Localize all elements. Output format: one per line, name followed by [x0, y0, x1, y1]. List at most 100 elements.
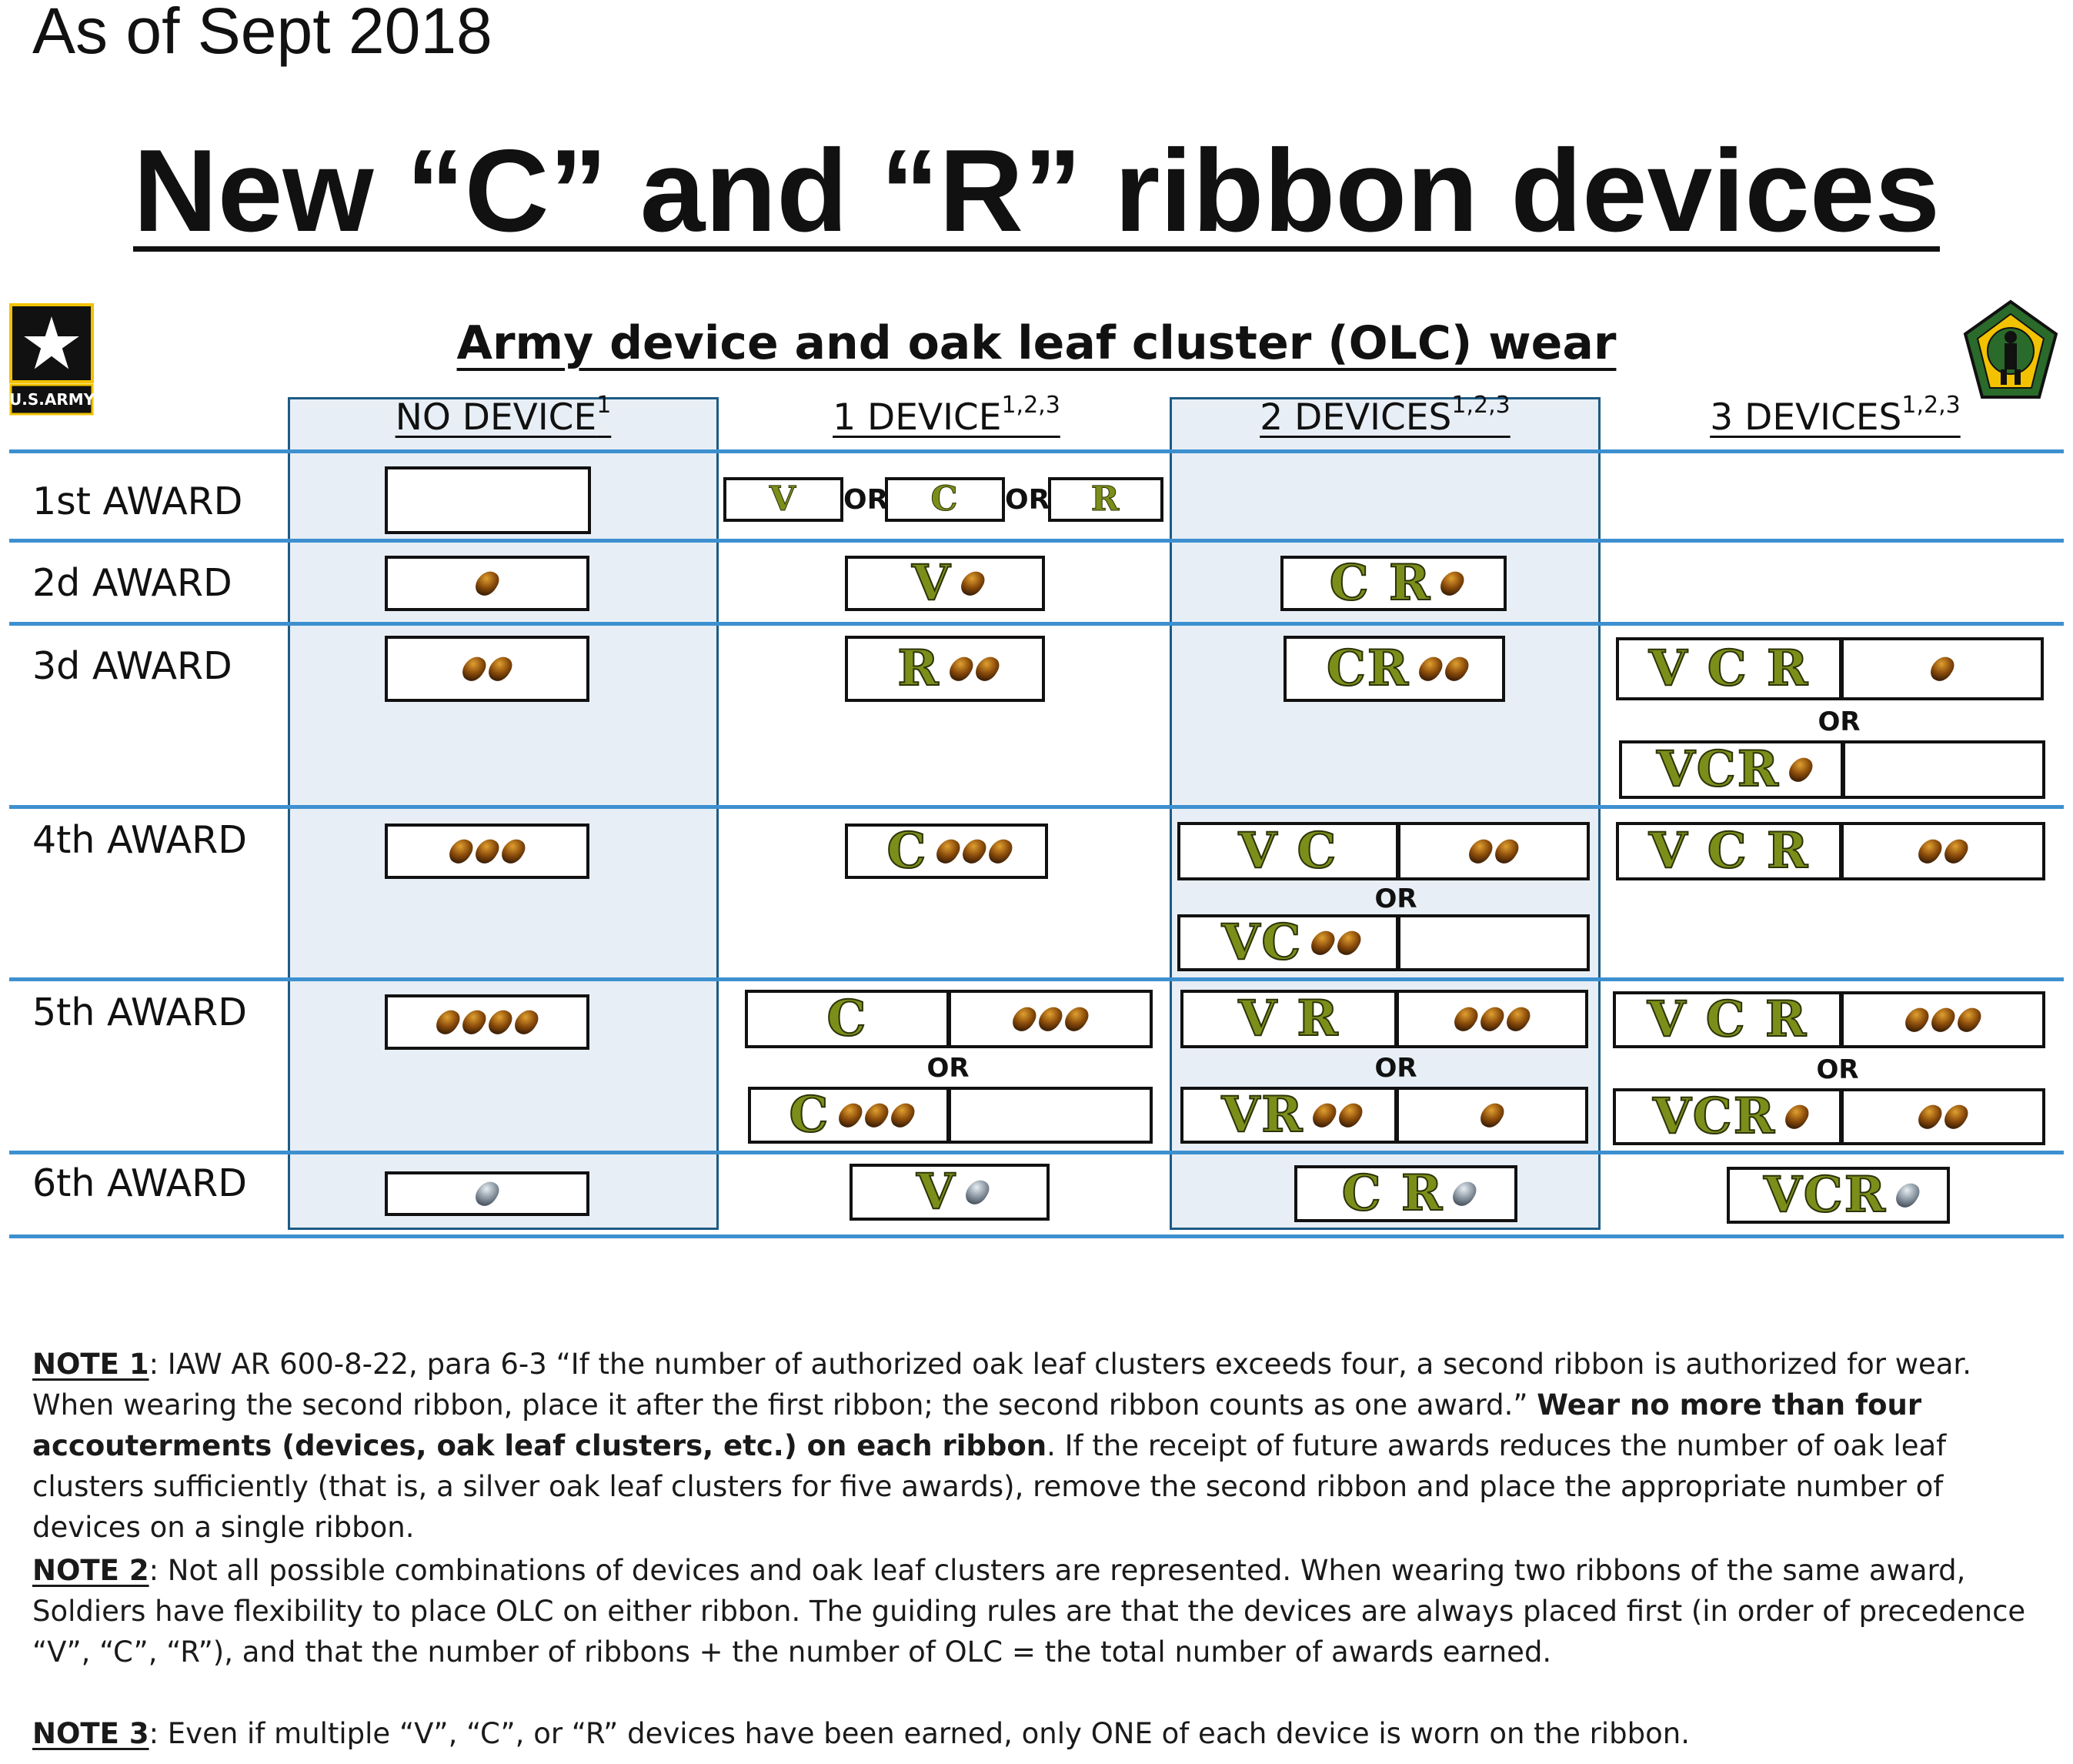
ribbon-vc-2-olc: VC — [1177, 914, 1399, 971]
grid-line — [9, 1234, 2064, 1238]
oak-leaf-cluster-icon — [1465, 834, 1496, 868]
oak-leaf-cluster-icon — [472, 566, 502, 600]
ribbon-4-olc — [385, 994, 589, 1050]
oak-leaf-cluster-icon — [959, 834, 990, 868]
column-header-1-device: 1 DEVICE1,2,3 — [833, 392, 1060, 439]
ribbon-cr-1-olc: C R — [1280, 556, 1507, 611]
ribbon-vcr-1-olc: VCR — [1613, 1088, 1842, 1145]
oak-leaf-cluster-icon — [485, 1005, 516, 1039]
row-label-3d-award: 3d AWARD — [32, 644, 232, 688]
ribbon-v-1-olc: V — [845, 556, 1045, 611]
silver-oak-leaf-cluster-icon — [1449, 1177, 1480, 1211]
oak-leaf-cluster-icon — [945, 652, 976, 686]
ribbon-plain — [385, 466, 591, 534]
oak-leaf-cluster-icon — [459, 1005, 489, 1039]
row-label-1st-award: 1st AWARD — [32, 479, 243, 523]
grid-line — [9, 1151, 2064, 1154]
oak-leaf-cluster-icon — [887, 1098, 919, 1132]
or-separator: OR — [1374, 884, 1417, 914]
oak-leaf-cluster-icon — [511, 1005, 542, 1039]
ribbon-c-3-olc: C — [748, 1087, 950, 1144]
oak-leaf-cluster-icon — [1415, 652, 1446, 686]
oak-leaf-cluster-icon — [835, 1098, 866, 1132]
or-separator: OR — [1818, 707, 1861, 737]
ribbon-c-device: C — [885, 477, 1005, 522]
ribbon-v-silver-olc: V — [850, 1164, 1050, 1221]
ribbon-v-device: V — [723, 477, 843, 522]
oak-leaf-cluster-icon — [1928, 1003, 1958, 1037]
ribbon-vc: V C — [1177, 822, 1399, 880]
oak-leaf-cluster-icon — [459, 652, 489, 686]
as-of-date: As of Sept 2018 — [32, 0, 492, 67]
page-title-text: New “C” and “R” ribbon devices — [133, 125, 1940, 256]
oak-leaf-cluster-icon — [1901, 1003, 1932, 1037]
chart-subtitle: Army device and oak leaf cluster (OLC) w… — [0, 312, 2073, 374]
oak-leaf-cluster-icon — [985, 834, 1016, 868]
ribbon-c-3-olc: C — [845, 824, 1048, 879]
oak-leaf-cluster-icon — [1954, 1003, 1985, 1037]
oak-leaf-cluster-icon — [1477, 1098, 1507, 1132]
grid-line — [9, 805, 2064, 809]
ribbon-r-2-olc: R — [845, 636, 1045, 702]
ribbon-3-olc — [1396, 990, 1588, 1048]
oak-leaf-cluster-icon — [446, 834, 476, 868]
ribbon-3-olc — [385, 824, 589, 879]
oak-leaf-cluster-icon — [1781, 1100, 1812, 1134]
note-2: NOTE 2: Not all possible combinations of… — [32, 1554, 2026, 1669]
ribbon-c: C — [745, 990, 950, 1048]
oak-leaf-cluster-icon — [1035, 1002, 1066, 1036]
grid-line — [9, 539, 2064, 543]
silver-oak-leaf-cluster-icon — [962, 1175, 993, 1209]
oak-leaf-cluster-icon — [472, 834, 502, 868]
note-1: NOTE 1: IAW AR 600-8-22, para 6-3 “If th… — [32, 1348, 1971, 1544]
silver-oak-leaf-cluster-icon — [1892, 1178, 1923, 1212]
silver-oak-leaf-cluster-icon — [472, 1177, 502, 1211]
page-title: New “C” and “R” ribbon devices — [0, 122, 2073, 260]
row-label-4th-award: 4th AWARD — [32, 818, 247, 862]
ribbon-3-olc — [1841, 991, 2045, 1048]
ribbon-vr-2-olc: VR — [1180, 1087, 1397, 1144]
oak-leaf-cluster-icon — [957, 566, 988, 600]
column-header-2-devices: 2 DEVICES1,2,3 — [1260, 392, 1511, 439]
oak-leaf-cluster-icon — [432, 1005, 463, 1039]
ribbon-1-olc — [385, 556, 589, 611]
army-emblem-icon — [1962, 299, 2059, 402]
oak-leaf-cluster-icon — [1441, 652, 1472, 686]
row-label-2d-award: 2d AWARD — [32, 561, 232, 605]
row-label-6th-award: 6th AWARD — [32, 1161, 247, 1205]
oak-leaf-cluster-icon — [1307, 926, 1339, 960]
grid-line — [9, 622, 2064, 626]
oak-leaf-cluster-icon — [1335, 1098, 1367, 1132]
oak-leaf-cluster-icon — [861, 1098, 893, 1132]
oak-leaf-cluster-icon — [1785, 753, 1816, 787]
column-header-no-device: NO DEVICE1 — [395, 392, 612, 439]
ribbon-vcr: V C R — [1616, 637, 1842, 700]
ribbon-vcr: V C R — [1613, 991, 1842, 1048]
ribbon-2-olc — [1841, 1088, 2045, 1145]
oak-leaf-cluster-icon — [1334, 926, 1365, 960]
or-separator: OR — [1816, 1054, 1859, 1085]
oak-leaf-cluster-icon — [1061, 1002, 1092, 1036]
oak-leaf-cluster-icon — [498, 834, 529, 868]
oak-leaf-cluster-icon — [1941, 834, 1971, 868]
row-label-5th-award: 5th AWARD — [32, 991, 247, 1034]
grid-line — [9, 977, 2064, 981]
oak-leaf-cluster-icon — [1927, 652, 1958, 686]
ribbon-1-olc — [1841, 637, 2044, 700]
oak-leaf-cluster-icon — [1437, 566, 1467, 600]
ribbon-plain — [1842, 740, 2045, 799]
oak-leaf-cluster-icon — [1450, 1002, 1481, 1036]
ribbon-silver-olc — [385, 1171, 589, 1216]
oak-leaf-cluster-icon — [1477, 1002, 1507, 1036]
or-separator: OR — [843, 484, 889, 516]
oak-leaf-cluster-icon — [1309, 1098, 1340, 1132]
ribbon-r-device: R — [1048, 477, 1163, 522]
note-3: NOTE 3: Even if multiple “V”, “C”, or “R… — [32, 1717, 1690, 1750]
grid-line — [9, 449, 2064, 453]
ribbon-vcr-1-olc: VCR — [1619, 740, 1844, 799]
ribbon-1-olc — [1396, 1087, 1588, 1144]
oak-leaf-cluster-icon — [933, 834, 964, 868]
or-separator: OR — [1374, 1053, 1417, 1084]
chart-subtitle-text: Army device and oak leaf cluster (OLC) w… — [456, 316, 1617, 370]
ribbon-plain — [948, 1087, 1153, 1144]
